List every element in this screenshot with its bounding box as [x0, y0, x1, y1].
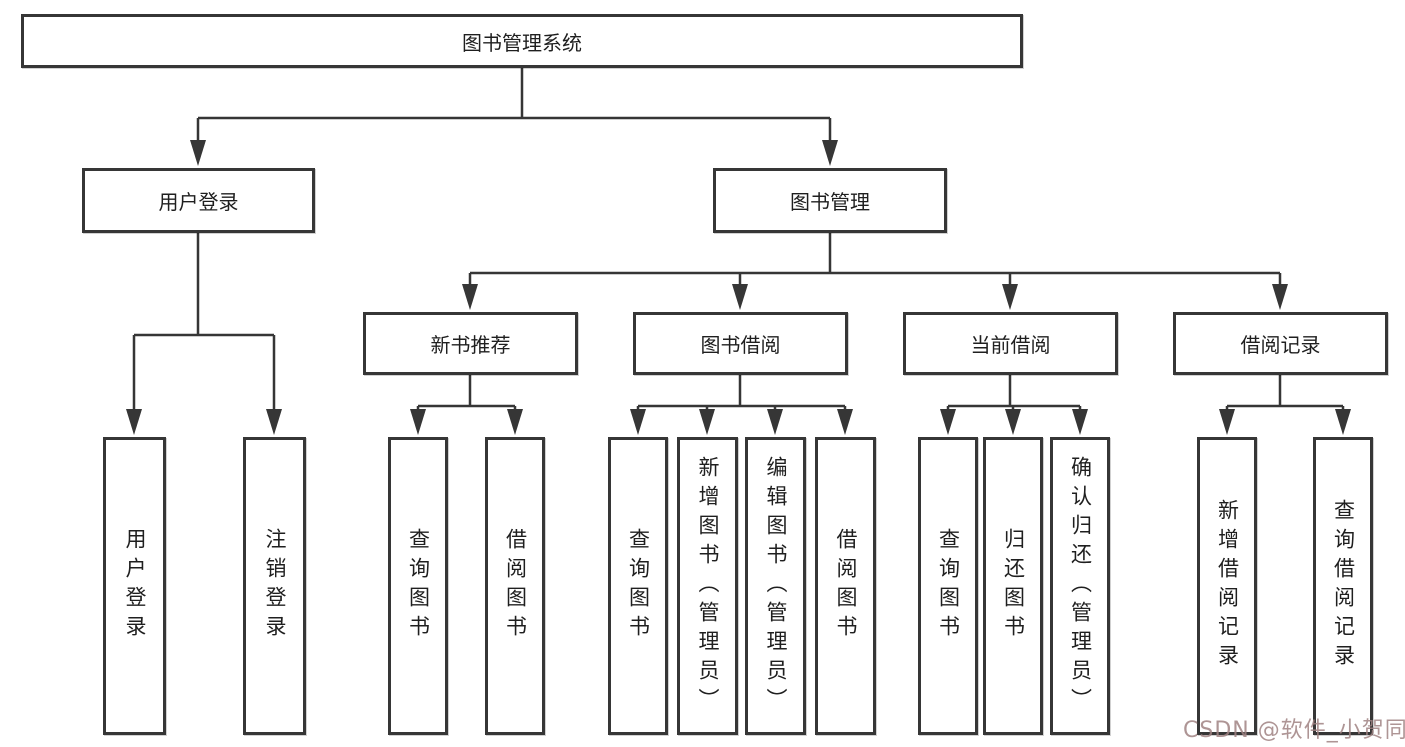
- leaf-label: 借阅图书: [834, 528, 858, 644]
- leaf-edit-books-admin: 编辑图书（管理员）: [745, 437, 806, 735]
- arrowhead: [1272, 284, 1288, 310]
- arrowhead: [1005, 409, 1021, 435]
- leaf-label: 查询图书: [406, 528, 431, 644]
- leaf-label: 确认归还（管理员）: [1068, 455, 1093, 717]
- csdn-watermark: CSDN @软件_小贺同学: [1183, 718, 1405, 743]
- leaf-query-books-3: 查询图书: [918, 437, 978, 735]
- leaf-label: 用户登录: [123, 528, 147, 644]
- node-borrow-records: 借阅记录: [1173, 312, 1388, 375]
- arrowhead: [732, 284, 748, 310]
- node-new-book-recommend: 新书推荐: [363, 312, 578, 375]
- node-book-management: 图书管理: [713, 168, 947, 233]
- arrowhead: [507, 409, 523, 435]
- connector-new-book-branch: [416, 375, 517, 414]
- leaf-logout: 注销登录: [243, 437, 306, 735]
- arrowhead: [1219, 409, 1235, 435]
- leaf-label: 新增图书（管理员）: [696, 455, 720, 717]
- leaf-label: 查询图书: [626, 528, 651, 644]
- leaf-return-books: 归还图书: [983, 437, 1043, 735]
- node-book-borrow: 图书借阅: [633, 312, 848, 375]
- arrowhead: [1002, 284, 1018, 310]
- connector-user-login-branch: [132, 233, 276, 413]
- arrowhead: [410, 409, 426, 435]
- leaf-label: 查询借阅记录: [1331, 499, 1356, 673]
- arrowhead: [699, 409, 715, 435]
- leaf-add-borrow-record: 新增借阅记录: [1197, 437, 1257, 735]
- leaf-add-books-admin: 新增图书（管理员）: [677, 437, 738, 735]
- arrowhead: [1335, 409, 1351, 435]
- leaf-label: 查询图书: [936, 528, 961, 644]
- leaf-user-login: 用户登录: [103, 437, 166, 735]
- connector-book-borrow-branch: [636, 375, 847, 414]
- arrowhead: [940, 409, 956, 435]
- leaf-query-books-2: 查询图书: [608, 437, 668, 735]
- arrowhead: [822, 140, 838, 166]
- arrowhead: [266, 409, 282, 435]
- arrowheads: [126, 140, 1351, 435]
- node-root-library-system: 图书管理系统: [21, 14, 1023, 68]
- leaf-query-books-1: 查询图书: [388, 437, 448, 735]
- node-user-login: 用户登录: [82, 168, 315, 233]
- arrowhead: [462, 284, 478, 310]
- arrowhead: [1072, 409, 1088, 435]
- node-current-borrow: 当前借阅: [903, 312, 1118, 375]
- connector-root-to-level2: [196, 68, 832, 144]
- leaf-borrow-books-1: 借阅图书: [485, 437, 545, 735]
- arrowhead: [190, 140, 206, 166]
- leaf-label: 编辑图书（管理员）: [764, 455, 788, 717]
- leaf-label: 新增借阅记录: [1215, 499, 1240, 673]
- connector-book-management-branch: [468, 233, 1282, 288]
- arrowhead: [630, 409, 646, 435]
- leaf-label: 借阅图书: [503, 528, 528, 644]
- arrowhead: [767, 409, 783, 435]
- leaf-borrow-books-2: 借阅图书: [815, 437, 876, 735]
- arrowhead: [126, 409, 142, 435]
- leaf-confirm-return-admin: 确认归还（管理员）: [1050, 437, 1110, 735]
- connector-current-borrow-branch: [946, 375, 1082, 414]
- connector-borrow-records-branch: [1225, 375, 1345, 414]
- leaf-query-borrow-record: 查询借阅记录: [1313, 437, 1373, 735]
- arrowhead: [837, 409, 853, 435]
- leaf-label: 注销登录: [263, 528, 287, 644]
- leaf-label: 归还图书: [1001, 528, 1026, 644]
